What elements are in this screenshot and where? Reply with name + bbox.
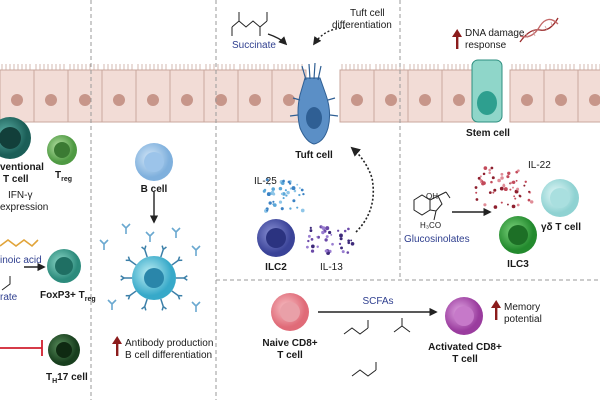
dna-label-b: response (465, 40, 507, 51)
epithelial-cell (509, 64, 545, 123)
epithelial-cell (373, 64, 409, 123)
epithelial-cell (577, 64, 600, 123)
molecule-icon (231, 12, 268, 36)
dna-helix-icon (519, 17, 559, 43)
epithelial-cell (135, 64, 171, 123)
ifn-label-b: expression (0, 202, 49, 213)
ifn-label-a: IFN-γ (8, 190, 33, 201)
up-arrow-icon (452, 29, 462, 49)
butyrate-molecule (1, 276, 11, 291)
activated-cd8-label-b: T cell (452, 354, 478, 365)
epithelial-cell (169, 64, 205, 123)
dna-label-a: DNA damage (465, 28, 525, 39)
b-cell-label: B cell (140, 184, 168, 195)
th17-label-tail: 17 cell (57, 372, 88, 383)
epithelial-cell (101, 64, 137, 123)
antibody-label-b: B cell differentiation (125, 350, 213, 361)
memory-label-b: potential (504, 314, 542, 325)
th17-label: TH17 cell (46, 372, 88, 388)
oh-label: OH (426, 192, 438, 201)
epithelial-cell (407, 64, 443, 123)
epithelium (0, 64, 600, 123)
treg-label: Treg (55, 170, 72, 186)
stem-cell (471, 59, 503, 123)
foxp3-label-sub: reg (84, 296, 96, 303)
glucosinolates-label: Glucosinolates (404, 234, 470, 245)
epithelial-cell (441, 64, 477, 123)
epithelial-cell (203, 64, 239, 123)
foxp3-label: FoxP3+ Treg (40, 290, 96, 306)
epithelial-cell (0, 64, 35, 123)
succinate-label: Succinate (232, 40, 276, 51)
epithelial-cell (339, 64, 375, 123)
tuft-cell (289, 62, 339, 145)
tuft-diff-label-b: differentiation (332, 20, 392, 31)
antibody-label-a: Antibody production (125, 338, 214, 349)
il22-label: IL-22 (528, 160, 551, 171)
tuft-diff-arrow (313, 27, 346, 46)
ilc3-label: ILC3 (507, 259, 529, 270)
conventional-t-cell-label-a: ventional (0, 162, 44, 173)
th17-label-sub: H (52, 378, 58, 385)
ilc2-label: ILC2 (265, 262, 287, 273)
stem-cell-label: Stem cell (466, 128, 510, 139)
inhibit-arrow (0, 340, 43, 356)
cytokine-dots (262, 166, 534, 255)
retinoic-acid-molecule (0, 239, 39, 248)
antibody-icon (99, 223, 201, 312)
gd-t-cell-label: γδ T cell (541, 222, 581, 233)
up-arrow-icon (112, 336, 122, 356)
scfas-label: SCFAs (362, 296, 394, 307)
succinate-arrow (267, 33, 288, 46)
h3co-label: H₃CO (420, 221, 442, 230)
plasma-cell (120, 245, 188, 311)
naive-cd8-label-b: T cell (277, 350, 303, 361)
foxp3-label-main: FoxP3+ T (40, 290, 85, 301)
tuft-cell-label: Tuft cell (295, 150, 333, 161)
scfa-molecules (343, 318, 411, 377)
up-arrow-icon (491, 300, 501, 320)
memory-label-a: Memory (504, 302, 541, 313)
activated-cd8-label-a: Activated CD8+ (428, 342, 502, 353)
il25-label: IL-25 (254, 176, 277, 187)
panel-dividers (90, 0, 600, 400)
treg-label-main: T (55, 170, 62, 181)
il13-arrow (350, 146, 375, 233)
il13-label: IL-13 (320, 262, 343, 273)
conventional-t-cell-label-b: T cell (3, 174, 29, 185)
treg-label-sub: reg (61, 176, 73, 183)
butyrate-label: rate (0, 292, 18, 303)
epithelial-cell (33, 64, 69, 123)
epithelial-cell (237, 64, 273, 123)
glucosinolate-molecule (413, 191, 451, 221)
tuft-diff-label-a: Tuft cell (350, 8, 385, 19)
epithelial-cell (67, 64, 103, 123)
retinoic-acid-label: inoic acid (0, 255, 42, 266)
epithelial-cell (543, 64, 579, 123)
naive-cd8-label-a: Naive CD8+ (262, 338, 318, 349)
th17-label-main: T (46, 372, 53, 383)
